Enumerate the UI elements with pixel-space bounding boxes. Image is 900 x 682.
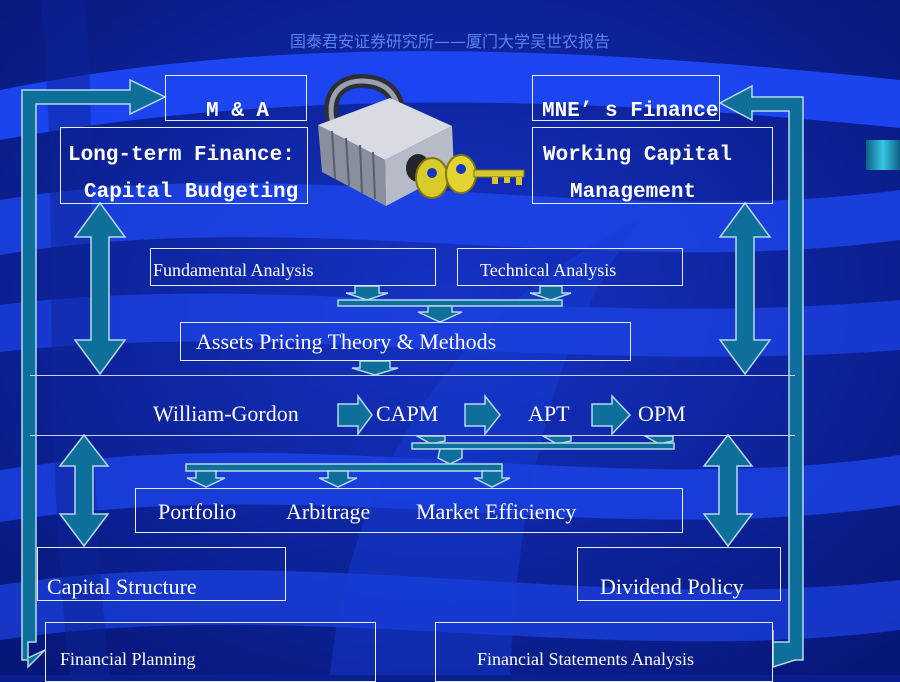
flow-arrow-2 [464,393,501,437]
assets-pricing-label: Assets Pricing Theory & Methods [196,329,497,354]
apt-down [540,435,572,445]
working-capital-label: Working Capital [543,144,733,167]
assets-pricing-box [180,322,631,361]
mne-finance-box [532,75,720,121]
report-header: 国泰君安证券研究所——厦门大学吴世农报告 [289,32,610,51]
double-arrow-right-bottom [702,433,754,548]
left-frame-arrow [21,78,167,669]
flow-arrow-3 [591,394,632,436]
technical-analysis-box [457,248,683,286]
ma-box [165,75,307,121]
merge-bar-mid [411,442,675,450]
financial-statements-label: Financial Statements Analysis [477,649,694,669]
model-capm: CAPM [376,401,439,426]
opm-down [642,435,674,445]
assets-down-arrow [351,360,399,376]
padlock-key-icon [318,74,525,206]
fa-down-arrow [345,285,389,301]
topic-arbitrage: Arbitrage [286,499,371,524]
mne-finance-label: MNE’ s Finance [542,100,719,123]
model-band-bottom-line [30,435,795,436]
efficiency-down [473,470,511,488]
model-william-gordon: William-Gordon [153,401,299,426]
mid-down-arrow [437,448,463,465]
portfolio-down [186,470,226,488]
double-arrow-left-bottom [58,433,110,548]
capital-structure-box [37,547,286,601]
fundamental-analysis-label: Fundamental Analysis [153,260,314,280]
topic-portfolio: Portfolio [158,499,237,524]
double-arrow-right-top [718,201,772,376]
model-apt: APT [528,401,570,426]
long-term-finance-box [60,127,308,204]
fundamental-analysis-box [150,248,436,286]
working-capital-management-label: Management [570,181,697,204]
merge-bar-top [337,299,563,307]
arbitrage-down [318,470,358,488]
capm-down [414,435,446,445]
topic-market-efficiency: Market Efficiency [416,499,577,524]
working-capital-box [532,127,773,204]
long-term-finance-label: Long-term Finance: [68,144,295,167]
ma-label: M & A [206,100,270,123]
model-band-top-line [30,375,795,376]
dividend-policy-label: Dividend Policy [600,574,744,599]
right-frame-arrow [718,84,804,669]
financial-planning-label: Financial Planning [60,649,196,669]
capital-structure-label: Capital Structure [47,574,197,599]
flow-arrow-1 [337,393,373,437]
capital-budgeting-label: Capital Budgeting [84,181,299,204]
model-opm: OPM [638,401,686,426]
ta-down-arrow [529,285,572,301]
technical-analysis-label: Technical Analysis [480,260,617,280]
dividend-policy-box [577,547,781,601]
merge-bar-low [185,463,503,472]
merge-down-arrow [417,305,463,323]
topics-box [135,488,683,533]
double-arrow-left-top [73,201,127,376]
